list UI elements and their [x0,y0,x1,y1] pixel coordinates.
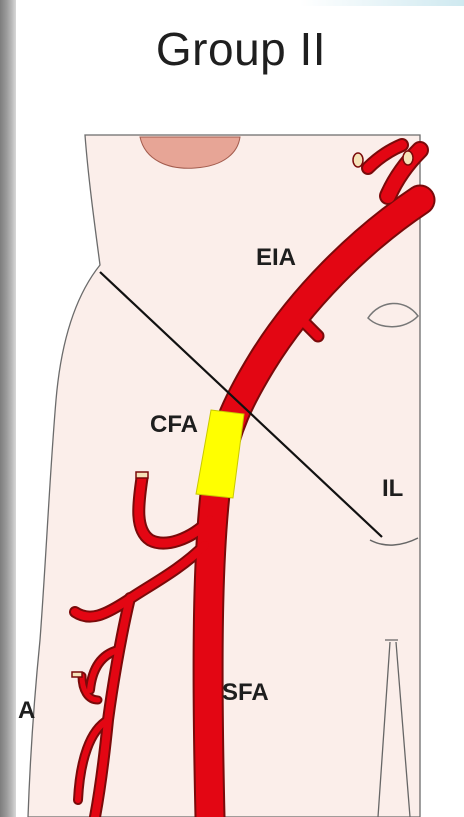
label-sfa: SFA [222,679,269,706]
label-edge-partial: A [18,697,35,724]
label-il: IL [382,475,403,502]
label-cfa: CFA [150,411,198,438]
label-eia: EIA [256,244,296,271]
